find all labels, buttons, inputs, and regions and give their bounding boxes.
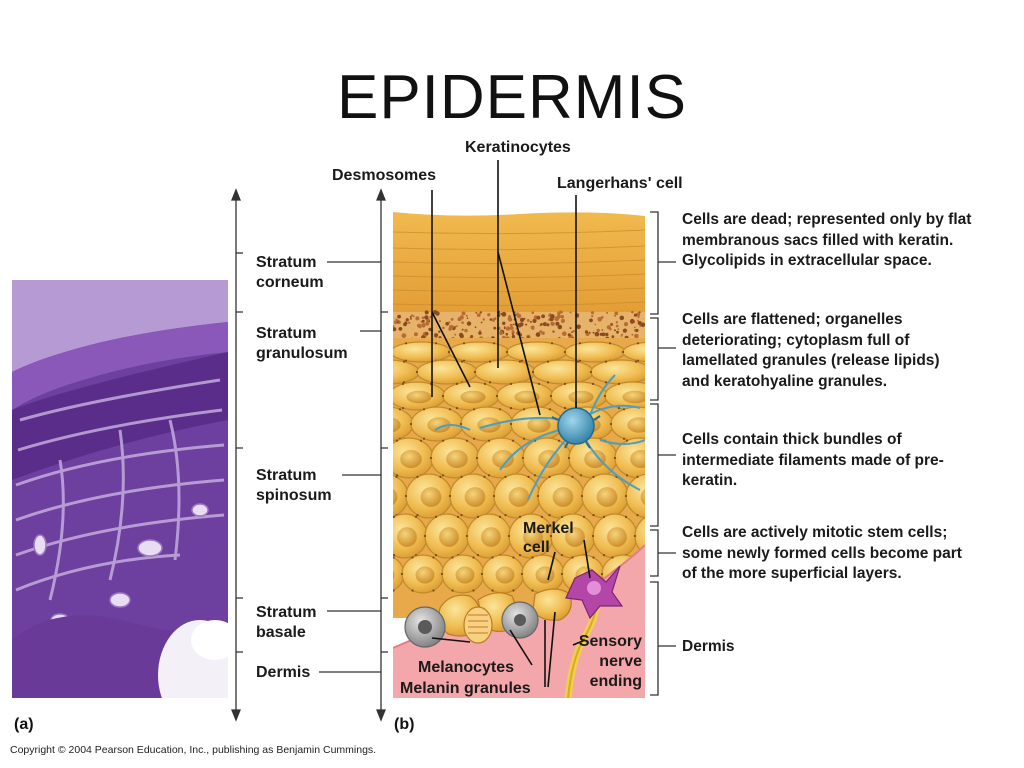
desc-stratum-corneum: Cells are dead; represented only by flat…: [682, 211, 972, 269]
micrograph-panel: [12, 280, 228, 698]
copyright-notice: Copyright © 2004 Pearson Education, Inc.…: [10, 744, 377, 756]
desc-dermis: Dermis: [682, 638, 735, 655]
callout-melanin-granules: Melanin granules: [400, 680, 531, 697]
panel-label-a: (a): [14, 716, 34, 733]
panel-b-left-brackets: [319, 188, 388, 722]
callout-sensory-nerve-ending: Sensory nerve ending: [578, 633, 642, 690]
label-stratum-spinosum: Stratum spinosum: [256, 467, 332, 504]
callout-leader-lines: [431, 160, 591, 688]
melanocyte-cells: [404, 601, 539, 648]
callout-melanocytes: Melanocytes: [418, 659, 515, 676]
callout-keratinocytes: Keratinocytes: [465, 139, 571, 156]
desc-stratum-basale: Cells are actively mitotic stem cells; s…: [682, 524, 962, 582]
callout-langerhans-cell: Langerhans' cell: [557, 175, 683, 192]
panel-a-brackets: [231, 188, 243, 722]
label-stratum-corneum: Stratum corneum: [256, 254, 324, 291]
callout-desmosomes: Desmosomes: [332, 167, 437, 184]
label-stratum-basale: Stratum basale: [256, 604, 317, 641]
label-stratum-granulosum: Stratum granulosum: [256, 325, 348, 362]
right-brackets: [650, 211, 676, 696]
label-dermis: Dermis: [256, 664, 311, 681]
desc-stratum-granulosum: Cells are flattened; organelles deterior…: [682, 311, 940, 390]
merkel-cell: [565, 565, 624, 620]
callout-merkel-cell: Merkel cell: [523, 520, 574, 556]
desc-stratum-spinosum: Cells contain thick bundles of intermedi…: [682, 431, 944, 489]
panel-label-b: (b): [394, 716, 415, 733]
illustration-panel: [393, 212, 645, 698]
page-title: EPIDERMIS: [336, 63, 688, 132]
